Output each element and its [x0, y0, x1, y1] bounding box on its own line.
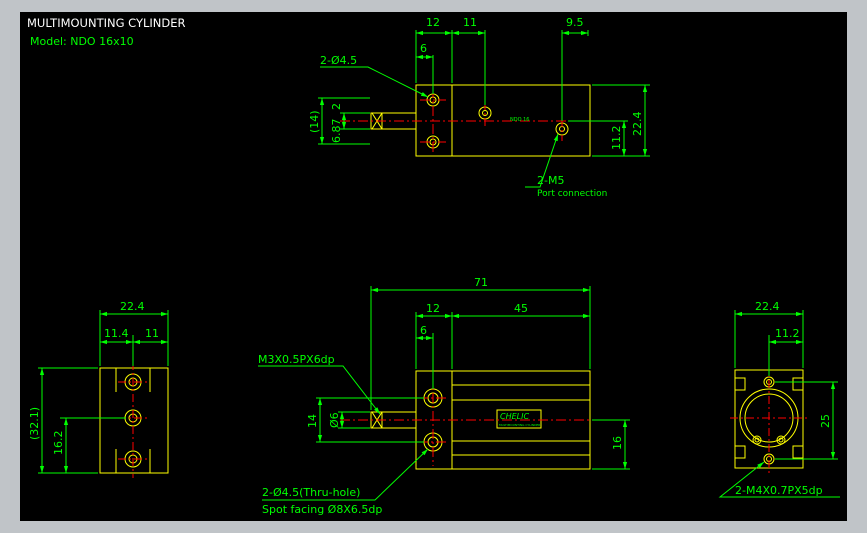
front-brand-plate	[496, 409, 542, 429]
top-port-note: Port connection	[537, 189, 607, 199]
left-body	[99, 367, 169, 474]
left-dim-11: 11	[145, 327, 159, 340]
top-dim-6-87: 6.87	[330, 119, 343, 144]
front-dim-6: 6	[420, 324, 427, 337]
right-dim-25: 25	[819, 414, 832, 428]
top-dim-11-2: 11.2	[610, 126, 623, 151]
right-dim-22-4: 22.4	[755, 300, 780, 313]
front-dim-45: 45	[514, 302, 528, 315]
front-dim-71: 71	[474, 276, 488, 289]
top-body-stamp: NDO 16	[510, 117, 529, 123]
top-dim-12: 12	[426, 16, 440, 29]
left-dim-11-4: 11.4	[104, 327, 129, 340]
front-dim-12: 12	[426, 302, 440, 315]
right-view: 22.4 11.2 25 2-M4X0.7PX5dp	[718, 300, 840, 498]
front-spot-label: Spot facing Ø8X6.5dp	[262, 503, 382, 516]
right-thread-label: 2-M4X0.7PX5dp	[735, 484, 823, 497]
front-view: CHELIC MULTIMOUNTING CYLINDER	[258, 276, 630, 516]
right-bore-inner	[744, 393, 794, 443]
top-dim-9-5: 9.5	[566, 16, 584, 29]
left-view: 22.4 11.4 11 (32.1) 16.2	[28, 300, 169, 478]
top-dim-2: 2	[330, 103, 343, 110]
drawing-title: MULTIMOUNTING CYLINDER	[27, 16, 186, 30]
top-dim-6: 6	[420, 42, 427, 55]
front-dim-6dia: Ø6	[328, 412, 341, 428]
front-dim-16: 16	[611, 436, 624, 450]
top-dim-11: 11	[463, 16, 477, 29]
left-dim-32-1: (32.1)	[28, 407, 41, 440]
right-dim-11-2: 11.2	[775, 327, 800, 340]
front-brand-sub: MULTIMOUNTING CYLINDER	[499, 423, 540, 427]
top-dim-22-4: 22.4	[631, 112, 644, 137]
drawing-model: Model: NDO 16x10	[30, 35, 134, 48]
left-dim-16-2: 16.2	[52, 431, 65, 456]
front-hole-label: 2-Ø4.5(Thru-hole)	[262, 486, 360, 499]
top-port-label: 2-M5	[537, 174, 564, 187]
top-dim-14p: (14)	[308, 110, 321, 133]
front-brand: CHELIC	[500, 412, 529, 421]
top-view: NDO 16 12 11	[308, 16, 650, 199]
front-thread-label: M3X0.5PX6dp	[258, 353, 335, 366]
front-dim-14: 14	[306, 414, 319, 428]
top-hole-label: 2-Ø4.5	[320, 54, 357, 67]
left-dim-22-4: 22.4	[120, 300, 145, 313]
